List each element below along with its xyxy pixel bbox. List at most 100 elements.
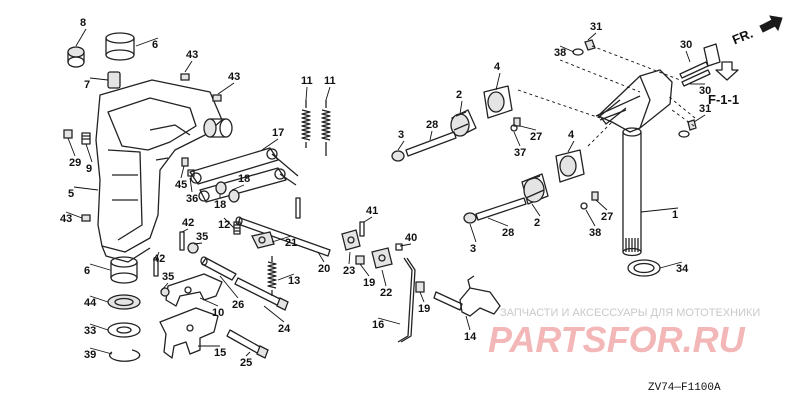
callout-19: 19 (418, 303, 430, 315)
callout-23: 23 (343, 265, 355, 277)
leader-line (305, 86, 308, 101)
nut-19-lower (415, 281, 425, 293)
nut-31-upper (584, 39, 596, 51)
oil-seal-44 (107, 294, 141, 310)
leader-line (587, 32, 597, 41)
nut-19-upper (355, 255, 365, 265)
pin-42-upper (179, 231, 185, 251)
leader-line (193, 242, 203, 245)
callout-30: 30 (699, 85, 711, 97)
bolt-28-lower (475, 197, 527, 221)
housing-4-lower (555, 149, 585, 183)
leader-line (585, 209, 596, 227)
callout-7: 7 (84, 79, 90, 91)
plate-30 (703, 43, 721, 67)
washer-38-upper (572, 48, 584, 56)
spring-11-right (321, 100, 331, 156)
callout-35: 35 (162, 271, 174, 283)
leader-line (317, 251, 325, 263)
mount-rubber-2-lower (521, 173, 549, 205)
leader-line (531, 203, 541, 217)
steering-shaft-1 (595, 69, 673, 257)
lever-14 (433, 275, 501, 317)
watermark-tagline: ЗАПЧАСТИ И АКСЕССУАРЫ ДЛЯ МОТОТЕХНИКИ (500, 307, 760, 319)
leader-line (199, 297, 219, 307)
callout-6: 6 (84, 265, 90, 277)
callout-5: 5 (68, 188, 74, 200)
leader-line (693, 114, 706, 123)
callout-26: 26 (232, 299, 244, 311)
reference-arrow-icon (715, 61, 739, 81)
leader-line (189, 177, 193, 193)
callout-45: 45 (175, 179, 187, 191)
pin-41-left (295, 197, 301, 219)
callout-3: 3 (398, 129, 404, 141)
leader-line (495, 72, 501, 91)
nut-3-upper (391, 150, 405, 162)
diagram-code: ZV74—F1100A (648, 382, 721, 394)
bushing-6-upper (105, 32, 135, 61)
housing-4-upper (483, 85, 513, 119)
watermark-brand: PARTSFOR.RU (488, 319, 746, 360)
callout-15: 15 (214, 347, 226, 359)
bracket-23 (341, 229, 361, 251)
leader-line (397, 140, 405, 151)
callout-36: 36 (186, 193, 198, 205)
leader-line (223, 217, 235, 229)
callout-2: 2 (456, 89, 462, 101)
leader-line (85, 143, 93, 163)
leader-line (640, 207, 679, 213)
leader-line (181, 228, 189, 233)
callout-27: 27 (530, 131, 542, 143)
leader-line (161, 282, 169, 291)
leader-line (567, 140, 575, 153)
bolt-27-lower (591, 191, 599, 201)
callout-44: 44 (84, 297, 97, 309)
leader-line (135, 37, 159, 47)
bolt-43-c (81, 214, 91, 222)
washer-37-upper (510, 124, 518, 132)
plate-10 (165, 273, 223, 307)
callout-28: 28 (426, 119, 438, 131)
tilt-link-17 (189, 147, 299, 203)
bolt-43-b (212, 94, 222, 102)
leader-line (67, 137, 76, 157)
callout-16: 16 (372, 319, 384, 331)
callout-14: 14 (464, 331, 477, 343)
bushing-8-side (203, 118, 233, 138)
bolt-30-b (681, 69, 711, 87)
reference-label: F-1-1 (708, 92, 739, 107)
callout-31: 31 (699, 103, 711, 115)
callout-18: 18 (214, 199, 226, 211)
leader-line (459, 100, 463, 115)
callout-10: 10 (212, 307, 224, 319)
callout-33: 33 (84, 325, 96, 337)
leader-line (263, 305, 285, 323)
callout-38: 38 (589, 227, 601, 239)
callout-20: 20 (318, 263, 330, 275)
callout-42: 42 (153, 253, 165, 265)
leader-line (513, 131, 521, 147)
oring-34 (627, 259, 661, 277)
callout-25: 25 (240, 357, 252, 369)
leader-line (595, 199, 608, 211)
bracket-21 (251, 231, 275, 249)
callout-31: 31 (590, 21, 602, 33)
leader-line (465, 315, 471, 331)
callout-38: 38 (554, 47, 566, 59)
callout-40: 40 (405, 232, 417, 244)
spring-11-left (301, 100, 311, 148)
callout-24: 24 (278, 323, 291, 335)
callout-42: 42 (182, 217, 194, 229)
spring-13 (267, 256, 277, 296)
callout-2: 2 (534, 217, 540, 229)
spring-12 (233, 221, 241, 235)
leader-line (184, 60, 193, 73)
nut-45 (181, 157, 189, 167)
leader-line (180, 165, 185, 179)
callout-41: 41 (366, 205, 378, 217)
leader-line (659, 261, 683, 269)
collar-8 (67, 46, 85, 68)
